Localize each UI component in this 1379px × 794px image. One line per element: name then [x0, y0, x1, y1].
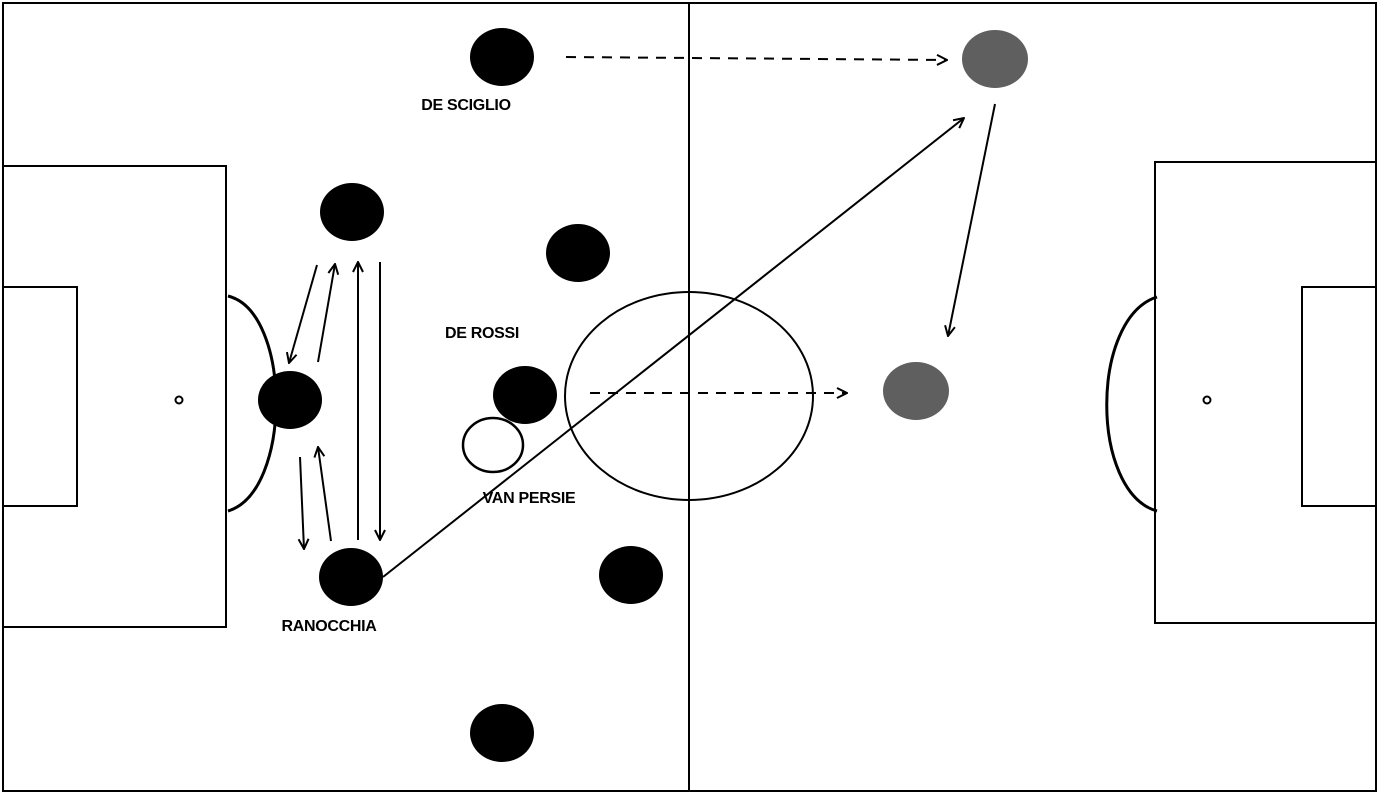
- label-de-rossi: DE ROSSI: [445, 325, 519, 342]
- player-centre-back-top: [320, 183, 384, 241]
- label-de-sciglio: DE SCIGLIO: [421, 97, 510, 114]
- left-goal-area: [2, 286, 78, 507]
- player-de-sciglio: [470, 28, 534, 86]
- player-moved-wide: [962, 30, 1028, 88]
- right-goal-area: [1301, 286, 1377, 507]
- player-de-rossi: [493, 366, 557, 424]
- pass-arrow-ranocchia-long: [382, 118, 964, 578]
- left-penalty-spot: [174, 395, 184, 405]
- arrows: [289, 57, 996, 578]
- label-ranocchia: RANOCCHIA: [281, 618, 377, 635]
- opponent-van-persie: [461, 416, 525, 474]
- player-midfielder: [546, 224, 610, 282]
- player-midfielder-bottom: [599, 546, 663, 604]
- pass-arrow-gk-to-cb: [317, 264, 335, 363]
- player-ranocchia: [319, 548, 383, 606]
- pass-arrow-cb-to-gk: [289, 264, 318, 363]
- run-arrow-de-sciglio: [565, 57, 947, 60]
- pass-arrow-wide-to-centre: [948, 103, 996, 336]
- center-circle: [564, 291, 814, 501]
- left-penalty-area: [2, 165, 227, 628]
- label-van-persie: VAN PERSIE: [483, 490, 576, 507]
- right-penalty-spot: [1202, 395, 1212, 405]
- pass-arrow-gk-to-ranocchia: [300, 456, 304, 549]
- right-penalty-arc: [1105, 295, 1158, 513]
- player-bottom-wide: [470, 704, 534, 762]
- right-penalty-area: [1154, 161, 1377, 624]
- player-goalkeeper: [258, 371, 322, 429]
- pass-arrow-ranocchia-to-gk: [318, 447, 332, 542]
- players: [258, 28, 1028, 762]
- player-labels: DE SCIGLIO DE ROSSI VAN PERSIE RANOCCHIA: [281, 97, 576, 635]
- player-moved-centre: [883, 362, 949, 420]
